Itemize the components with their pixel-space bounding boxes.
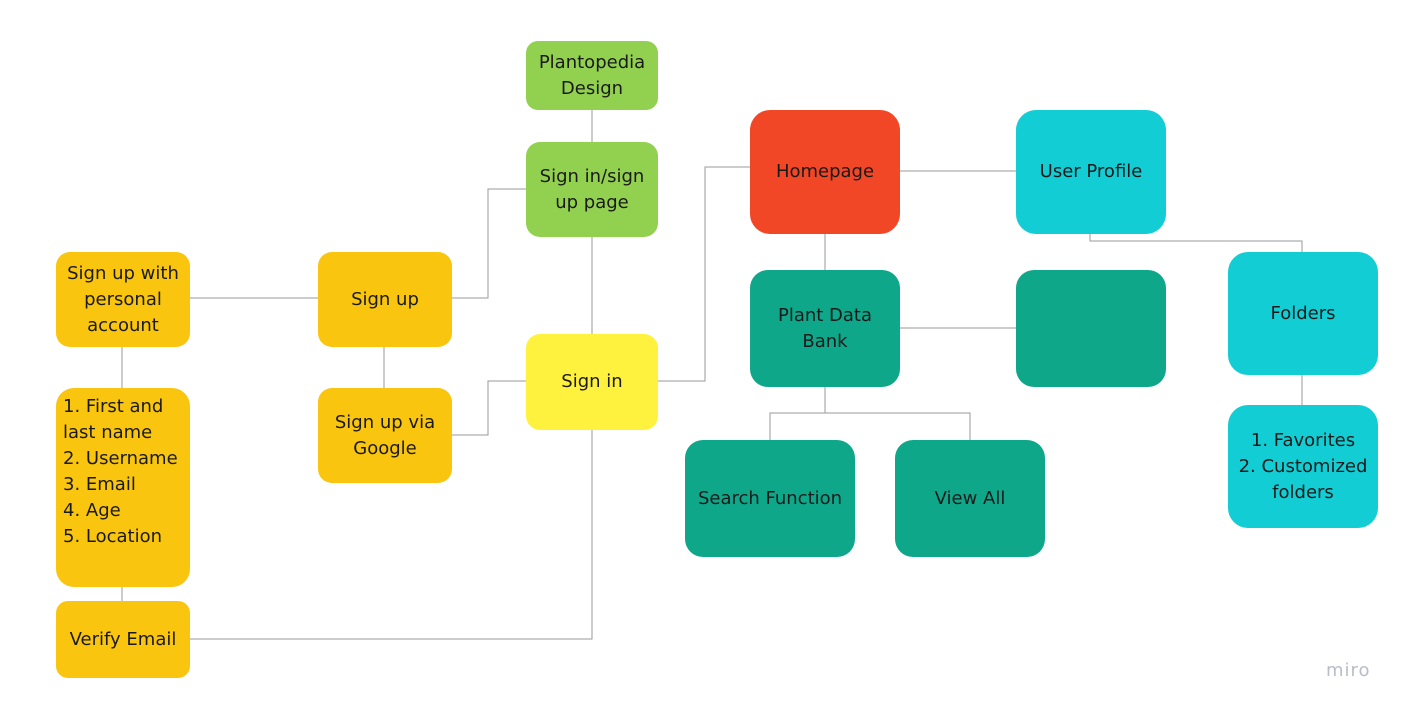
folder-list-node[interactable]: 1. Favorites 2. Customized folders [1228,405,1378,528]
blank-node[interactable] [1016,270,1166,387]
search-function-node[interactable]: Search Function [685,440,855,557]
plantopedia-design-node[interactable]: Plantopedia Design [526,41,658,110]
node-label: Sign up via Google [334,411,436,459]
node-label: User Profile [1039,161,1143,182]
node-label: Verify Email [69,628,177,650]
folders-node[interactable]: Folders [1228,252,1378,375]
node-label: View All [934,487,1006,509]
edge-google-to-signin [452,380,526,436]
verify-email-node[interactable]: Verify Email [56,601,190,678]
signin-signup-page-node[interactable]: Sign in/sign up page [526,142,658,237]
node-label: 1. First and last name 2. Username 3. Em… [63,396,178,547]
sign-up-node[interactable]: Sign up [318,252,452,347]
homepage-node[interactable]: Homepage [750,110,900,234]
sign-up-personal-node[interactable]: Sign up with personal account [56,252,190,347]
node-label: Sign in/sign up page [539,165,645,213]
user-profile-node[interactable]: User Profile [1016,110,1166,234]
node-label: Plant Data Bank [777,304,873,352]
node-label: Sign in [561,371,623,392]
sign-in-node[interactable]: Sign in [526,334,658,430]
node-label: Plantopedia Design [538,51,646,99]
node-label: Sign up with personal account [67,262,179,336]
node-label: Sign up [351,288,419,310]
edge-signin-to-homepage [658,166,750,382]
miro-watermark: miro [1326,660,1371,681]
sign-up-google-node[interactable]: Sign up via Google [318,388,452,483]
view-all-node[interactable]: View All [895,440,1045,557]
node-label: Search Function [697,487,843,509]
plant-data-bank-node[interactable]: Plant Data Bank [750,270,900,387]
edge-profile-to-folders [1089,234,1303,252]
node-label: Folders [1270,302,1336,324]
edge-signin-signup-to-signup [452,188,526,299]
edge-databank-to-search [769,387,826,440]
node-label: Homepage [775,161,875,182]
node-label: 1. Favorites 2. Customized folders [1238,429,1368,503]
edge-databank-to-viewall [825,412,971,440]
registration-fields-node[interactable]: 1. First and last name 2. Username 3. Em… [56,388,190,587]
